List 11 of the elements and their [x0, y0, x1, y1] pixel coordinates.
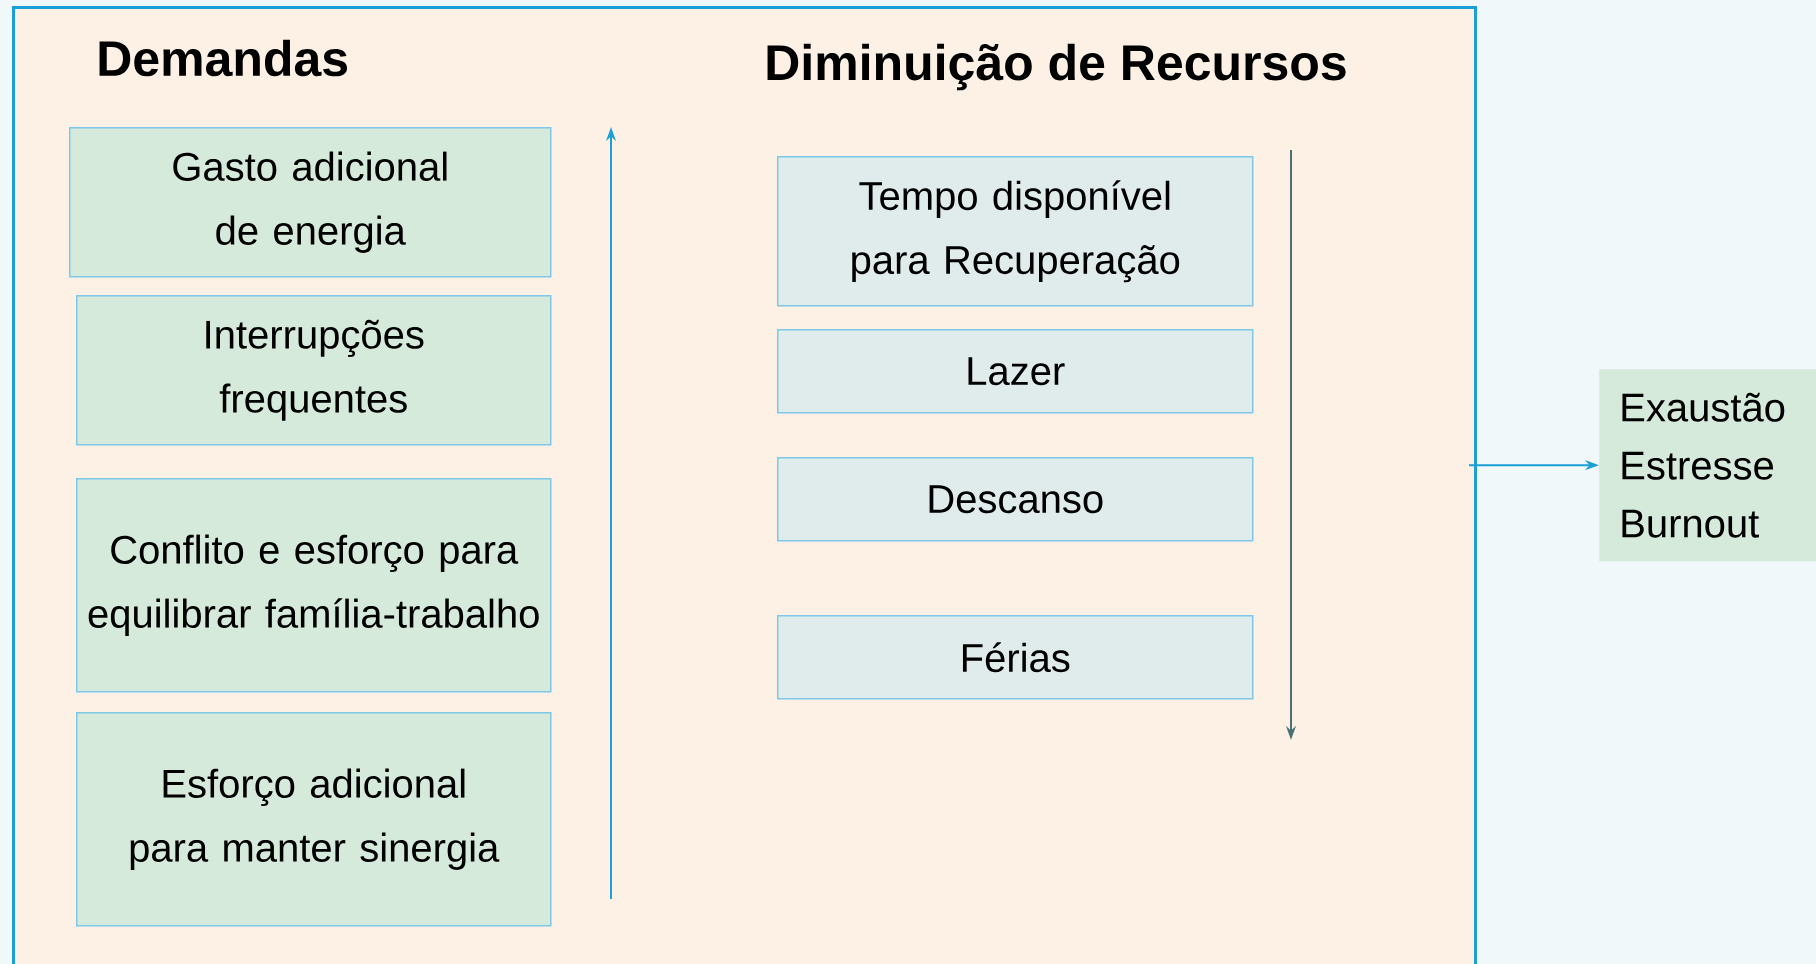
text-box: Conflito e esforço para equilibrar família-trabalho: [76, 478, 552, 693]
text-box: Lazer: [777, 329, 1254, 414]
text-box: Esforço adicional para manter sinergia: [76, 712, 552, 927]
result-box: Exaustão Estresse Burnout: [1599, 369, 1816, 562]
text-box: Gasto adicional de energia: [69, 127, 552, 278]
text-box: Férias: [777, 615, 1254, 700]
text-box: Interrupções frequentes: [76, 295, 552, 446]
heading: Demandas: [99, 39, 347, 77]
heading: Diminuição de Recursos: [767, 43, 1346, 91]
text-box: Descanso: [777, 457, 1254, 542]
text-box: Tempo disponível para Recuperação: [777, 156, 1254, 307]
